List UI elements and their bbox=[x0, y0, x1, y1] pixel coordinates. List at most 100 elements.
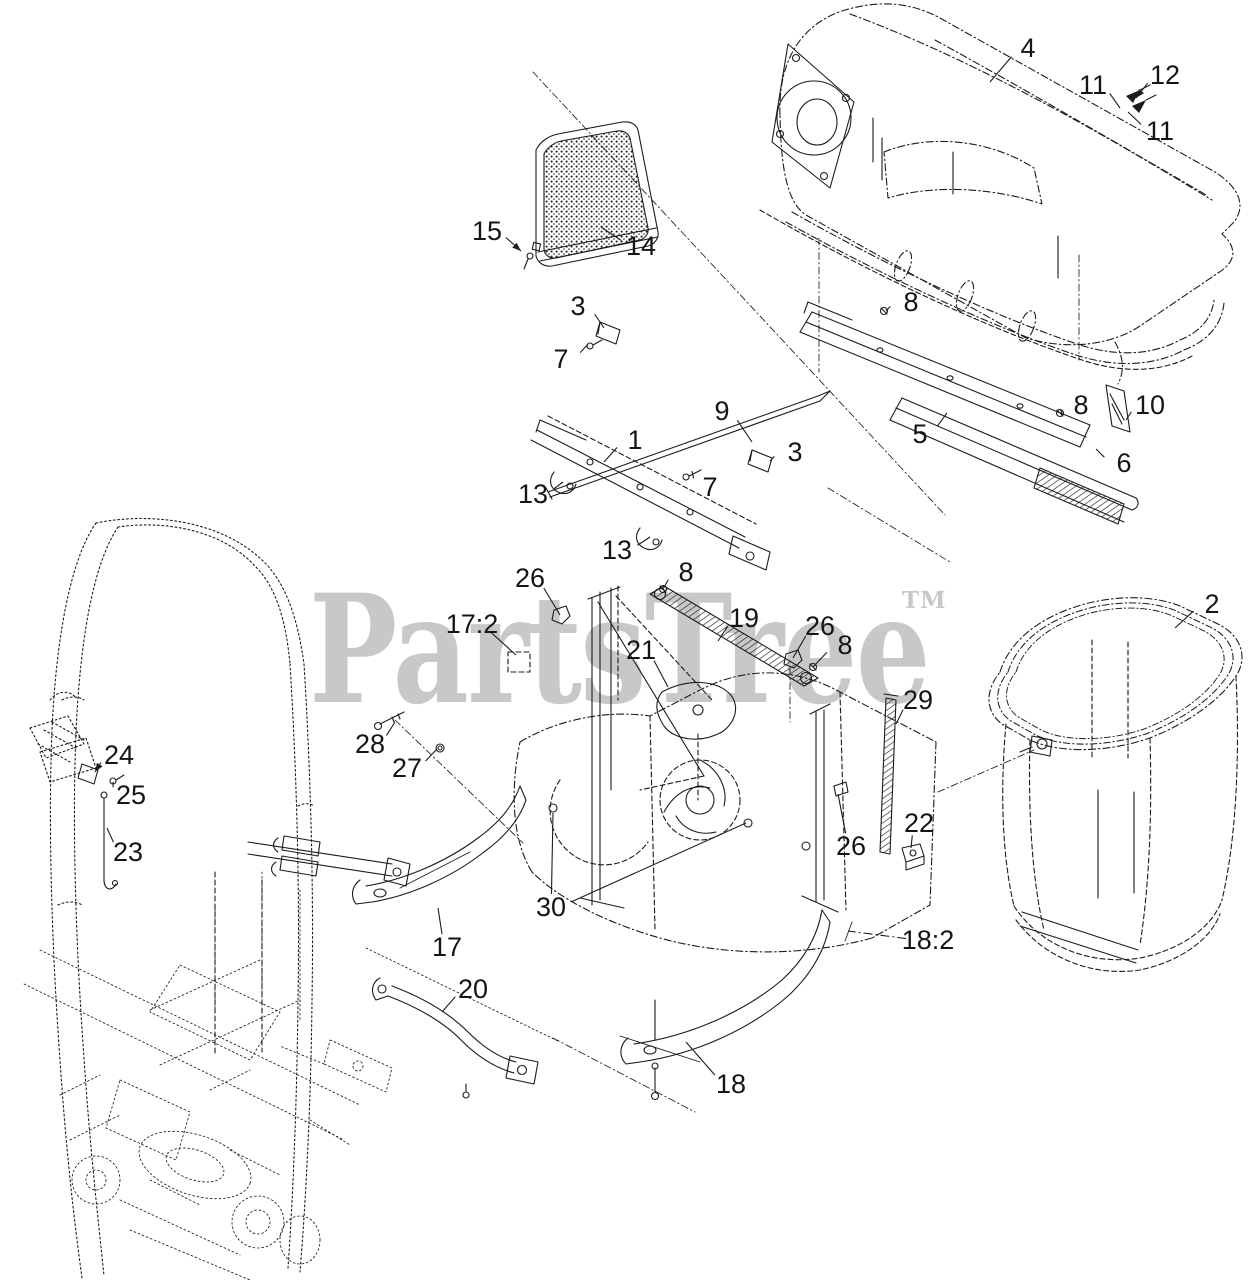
callout-leader bbox=[94, 762, 103, 773]
callout-leader bbox=[543, 587, 561, 616]
callout-label: 27 bbox=[392, 753, 422, 783]
callout-leader bbox=[685, 1041, 716, 1076]
part-29-threaded-rod bbox=[879, 693, 899, 855]
callout-leader bbox=[910, 835, 913, 849]
clip-26-b bbox=[783, 649, 803, 669]
callout-label: 9 bbox=[714, 396, 729, 426]
callout-leader bbox=[691, 470, 695, 479]
part-4-hood-cover bbox=[759, 3, 1241, 370]
callout-leader bbox=[550, 812, 554, 895]
bracket-3-upper bbox=[586, 321, 621, 350]
callout-label: 18:2 bbox=[902, 925, 955, 955]
callout-label: 8 bbox=[837, 630, 852, 660]
fastener-15 bbox=[523, 241, 542, 270]
bolt-30-a bbox=[548, 803, 558, 813]
callout-leader bbox=[437, 907, 443, 935]
callout-leader bbox=[736, 420, 753, 443]
callout-leader bbox=[662, 579, 669, 590]
rops-roll-bar bbox=[29, 517, 315, 1279]
callout-leader bbox=[441, 996, 456, 1013]
washer-27 bbox=[435, 743, 445, 753]
callout-label: 7 bbox=[553, 344, 568, 374]
callout-leader bbox=[1095, 448, 1105, 458]
callout-label: 28 bbox=[355, 729, 385, 759]
callout-label: 1 bbox=[627, 425, 642, 455]
callout-leader bbox=[1125, 411, 1132, 421]
callout-leader bbox=[594, 314, 605, 329]
part-17-2-box bbox=[507, 651, 531, 673]
tractor-frame bbox=[23, 871, 561, 1280]
bolt-8-a bbox=[879, 306, 889, 316]
callout-leader bbox=[1174, 610, 1194, 629]
bucket-latch bbox=[1019, 735, 1053, 757]
callout-leader bbox=[489, 631, 517, 656]
callout-leader bbox=[106, 827, 115, 843]
construction-lines bbox=[394, 71, 1080, 1113]
part-18-support-arm bbox=[619, 909, 831, 1101]
callout-label: 14 bbox=[626, 231, 656, 261]
clip-13-a bbox=[549, 471, 577, 495]
fan-port-plate bbox=[771, 43, 855, 189]
callout-leader bbox=[1109, 93, 1121, 109]
callout-leader bbox=[386, 721, 396, 736]
callout-label: 30 bbox=[536, 892, 566, 922]
callout-label: 6 bbox=[1116, 448, 1131, 478]
part-2-bucket bbox=[988, 597, 1243, 972]
bolt-8-b bbox=[1055, 408, 1065, 418]
callout-label: 5 bbox=[912, 419, 927, 449]
callout-leader bbox=[792, 635, 807, 659]
callout-leader bbox=[717, 626, 728, 642]
support-post-right bbox=[801, 703, 849, 913]
callout-leader bbox=[837, 793, 847, 834]
callout-leader bbox=[600, 226, 622, 241]
callout-label: 18 bbox=[716, 1069, 746, 1099]
center-assembly bbox=[373, 584, 937, 953]
clip-26-c bbox=[833, 781, 849, 797]
callout-label: 17:2 bbox=[446, 609, 499, 639]
callout-leader bbox=[603, 447, 618, 463]
callout-leader bbox=[1060, 409, 1063, 414]
callout-label: 13 bbox=[518, 479, 548, 509]
watermark: PartsTree TM bbox=[309, 562, 947, 738]
part-10-latch bbox=[1105, 341, 1131, 433]
part-9-support-rod bbox=[545, 390, 831, 500]
bracket-3-mid bbox=[747, 449, 773, 473]
rops-cross-arm bbox=[247, 835, 411, 887]
callout-label: 20 bbox=[458, 974, 488, 1004]
callout-label: 4 bbox=[1020, 33, 1035, 63]
callout-leader bbox=[425, 748, 438, 762]
callout-leader bbox=[1127, 111, 1142, 125]
callout-label: 26 bbox=[805, 611, 835, 641]
part-5-upper-rail bbox=[799, 301, 1091, 448]
screw-28 bbox=[373, 711, 405, 731]
callout-label: 29 bbox=[903, 685, 933, 715]
callout-label: 8 bbox=[1073, 390, 1088, 420]
callout-label: 15 bbox=[472, 216, 502, 246]
part-1-front-rail bbox=[530, 415, 771, 571]
support-post-left bbox=[579, 585, 713, 909]
watermark-text: PartsTree bbox=[309, 562, 929, 738]
callout-leader bbox=[885, 306, 891, 312]
callout-label: 10 bbox=[1135, 390, 1165, 420]
callout-label: 24 bbox=[104, 740, 134, 770]
callout-leader bbox=[936, 412, 948, 427]
callout-leader bbox=[505, 237, 522, 252]
callout-leader bbox=[653, 660, 669, 688]
watermark-tm-mark: TM bbox=[902, 587, 947, 614]
callout-label: 3 bbox=[787, 437, 802, 467]
callout-label: 11 bbox=[1079, 70, 1107, 100]
callout-label: 13 bbox=[602, 535, 632, 565]
callout-label: 23 bbox=[113, 837, 143, 867]
callout-label: 26 bbox=[836, 831, 866, 861]
callout-leader bbox=[1135, 82, 1149, 99]
callout-label: 21 bbox=[626, 635, 656, 665]
callout-label: 2 bbox=[1204, 589, 1219, 619]
callout-leader bbox=[989, 56, 1013, 83]
part-20-strap bbox=[371, 977, 539, 1099]
callout-leader bbox=[570, 822, 747, 903]
callout-label: 3 bbox=[570, 291, 585, 321]
callout-label: 19 bbox=[729, 603, 759, 633]
